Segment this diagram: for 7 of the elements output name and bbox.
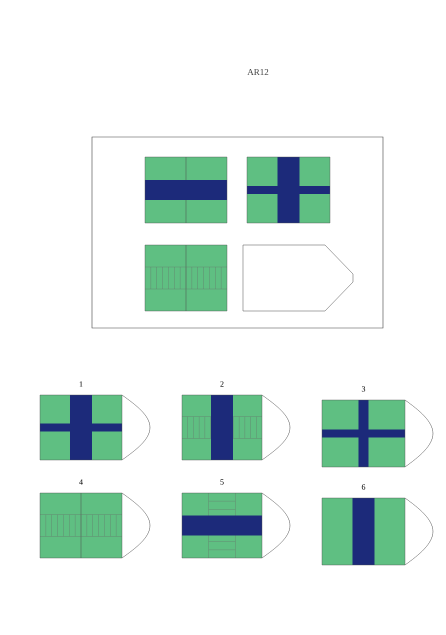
option-number: 1	[80, 381, 82, 387]
option-number: 6	[362, 484, 366, 490]
option-number: 4	[79, 479, 83, 485]
option-number: 2	[220, 381, 224, 387]
option-number: 3	[362, 386, 366, 392]
title: AR12	[247, 69, 268, 75]
option-number: 5	[220, 479, 224, 485]
